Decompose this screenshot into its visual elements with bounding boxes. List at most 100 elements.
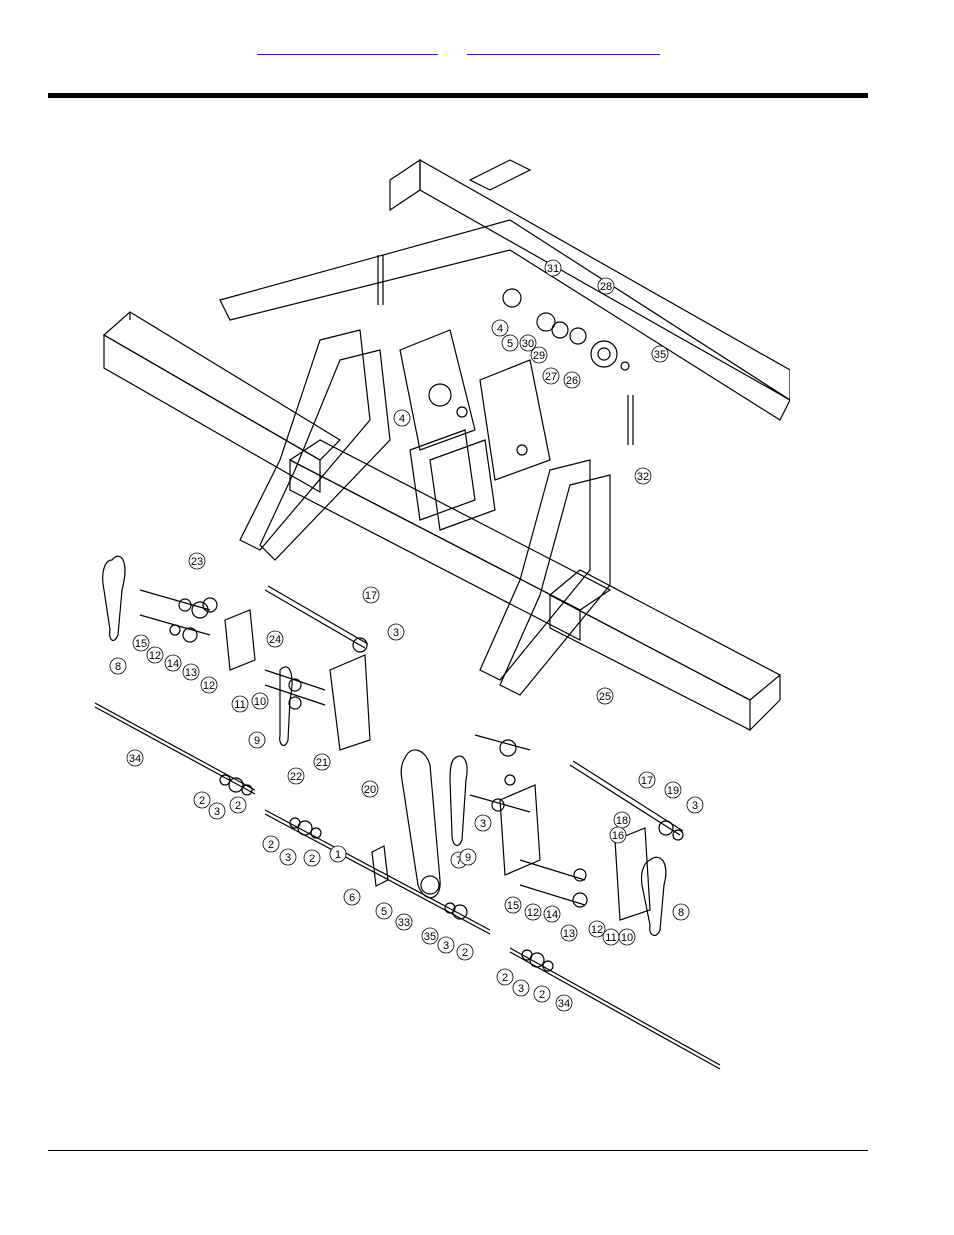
- callout-number: 4: [399, 413, 405, 425]
- callout-bubble: [638, 771, 656, 789]
- callout-number: 11: [605, 932, 616, 944]
- callout-number: 8: [115, 661, 121, 673]
- callout-number: 2: [462, 947, 468, 959]
- callout-number: 4: [497, 323, 503, 335]
- callout-number: 12: [149, 650, 161, 662]
- callout-bubble: [262, 835, 280, 853]
- callout-bubble: [491, 319, 509, 337]
- callout-bubble: [563, 371, 581, 389]
- callout-number: 21: [316, 757, 328, 769]
- callout-bubble: [542, 367, 560, 385]
- callout-number: 14: [546, 909, 558, 921]
- callout-bubble: [229, 796, 247, 814]
- callout-bubble: [664, 781, 682, 799]
- callout-number: 28: [600, 281, 612, 293]
- callout-bubble: [544, 259, 562, 277]
- callout-bubble: [132, 634, 150, 652]
- callout-number: 7: [456, 855, 462, 867]
- header-link-left[interactable]: [257, 40, 438, 55]
- callout-number: 8: [678, 907, 684, 919]
- callout-number: 27: [545, 371, 557, 383]
- callout-number: 31: [547, 263, 559, 275]
- callout-number: 14: [167, 658, 179, 670]
- callout-number: 3: [285, 852, 291, 864]
- callout-number: 3: [443, 940, 449, 952]
- callout-number: 3: [480, 818, 486, 830]
- callout-number: 24: [269, 634, 281, 646]
- callout-bubble: [200, 676, 218, 694]
- callout-bubble: [519, 334, 537, 352]
- callout-number: 34: [129, 753, 141, 765]
- header-link-right[interactable]: [467, 40, 660, 55]
- callout-number: 30: [522, 338, 534, 350]
- callout-bubble: [188, 552, 206, 570]
- callout-bubble: [596, 687, 614, 705]
- callout-number: 33: [398, 917, 410, 929]
- callout-number: 3: [518, 983, 524, 995]
- callout-bubble: [248, 731, 266, 749]
- callout-number: 2: [268, 839, 274, 851]
- callout-bubble: [421, 927, 439, 945]
- callout-number: 18: [616, 815, 628, 827]
- callout-number: 3: [393, 627, 399, 639]
- callout-bubble: [231, 695, 249, 713]
- callout-number: 23: [191, 556, 203, 568]
- callout-bubble: [686, 796, 704, 814]
- callout-number: 26: [566, 375, 578, 387]
- callout-bubble: [524, 903, 542, 921]
- callout-number: 25: [599, 691, 611, 703]
- callout-number: 5: [507, 338, 513, 350]
- callout-bubble: [251, 692, 269, 710]
- callout-number: 9: [465, 852, 471, 864]
- callout-number: 17: [641, 775, 653, 787]
- callout-bubble: [164, 654, 182, 672]
- callout-bubble: [343, 888, 361, 906]
- callout-bubble: [146, 646, 164, 664]
- callout-number: 22: [290, 771, 302, 783]
- callout-bubble: [512, 979, 530, 997]
- callout-number: 10: [621, 932, 633, 944]
- callout-number: 3: [214, 806, 220, 818]
- callout-number: 12: [527, 907, 539, 919]
- callout-bubble: [530, 346, 548, 364]
- callout-number: 5: [381, 906, 387, 918]
- callout-number: 15: [135, 638, 147, 650]
- callout-number: 2: [235, 800, 241, 812]
- callout-number: 12: [591, 924, 603, 936]
- callout-bubble: [395, 913, 413, 931]
- callout-bubble: [437, 936, 455, 954]
- callout-number: 32: [637, 471, 649, 483]
- callout-bubble: [496, 968, 514, 986]
- callout-bubble: [504, 896, 522, 914]
- callout-bubble: [474, 814, 492, 832]
- callout-bubble: [126, 749, 144, 767]
- callout-bubble: [456, 943, 474, 961]
- callout-number: 11: [234, 699, 245, 711]
- callout-number: 3: [692, 800, 698, 812]
- callout-bubble: [393, 409, 411, 427]
- callout-bubble: [287, 767, 305, 785]
- callout-bubble: [555, 994, 573, 1012]
- callout-bubble: [279, 848, 297, 866]
- callout-number: 19: [667, 785, 679, 797]
- callout-bubble: [387, 623, 405, 641]
- callout-bubble: [303, 849, 321, 867]
- callout-bubble: [459, 848, 477, 866]
- callout-bubble: [182, 663, 200, 681]
- callout-bubble: [609, 826, 627, 844]
- callout-number: 15: [507, 900, 519, 912]
- callout-number: 17: [365, 590, 377, 602]
- callout-bubble: [208, 802, 226, 820]
- callout-bubble: [597, 277, 615, 295]
- callout-number: 2: [309, 853, 315, 865]
- callout-bubble: [543, 905, 561, 923]
- callout-number: 20: [364, 784, 376, 796]
- header-links: [0, 40, 954, 56]
- callout-number: 2: [199, 795, 205, 807]
- callout-number: 2: [502, 972, 508, 984]
- callout-bubble: [361, 780, 379, 798]
- callout-number: 2: [539, 989, 545, 1001]
- callout-bubble: [193, 791, 211, 809]
- callout-bubble: [266, 630, 284, 648]
